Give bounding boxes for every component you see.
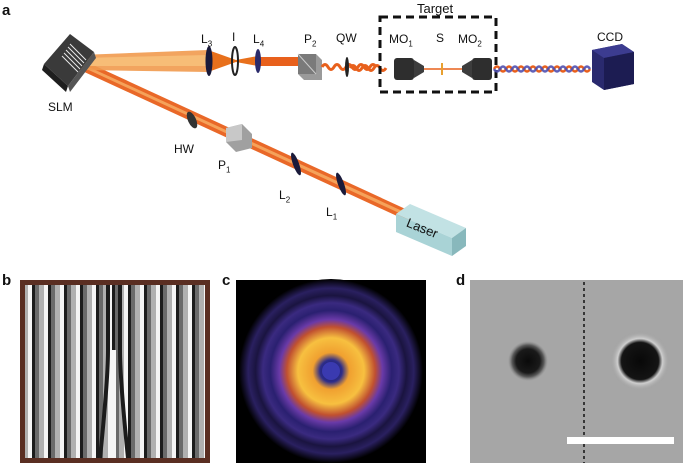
label-iris: I xyxy=(232,30,236,44)
half-wave-plate-icon xyxy=(186,111,198,129)
microscope-objective-mo1-icon xyxy=(394,58,424,80)
laser-box-icon xyxy=(396,204,466,256)
quarter-wave-plate-icon xyxy=(345,57,349,77)
panel-letter-a: a xyxy=(2,2,11,19)
label-slm: SLM xyxy=(48,100,73,114)
hologram-panel xyxy=(20,280,210,463)
lens-l4-icon xyxy=(255,49,261,73)
label-mo1: MO1 xyxy=(389,32,413,49)
lens-l2-icon xyxy=(291,152,301,176)
sem-panel xyxy=(470,280,683,463)
label-ccd: CCD xyxy=(597,30,623,44)
lens-l1-icon xyxy=(336,172,346,196)
polarizer-p1-icon xyxy=(226,124,252,152)
target-box xyxy=(378,15,498,94)
label-qw: QW xyxy=(336,31,357,45)
label-p2: P2 xyxy=(304,32,317,49)
label-target: Target xyxy=(417,1,454,16)
beam-wave-icon xyxy=(320,63,378,71)
panel-letter-b: b xyxy=(2,272,12,289)
intensity-ring-panel xyxy=(236,279,426,463)
beam-to-ccd-2 xyxy=(492,65,592,73)
label-mo2: MO2 xyxy=(458,32,482,49)
beam-slm-to-lens xyxy=(80,50,302,72)
label-s: S xyxy=(436,31,445,45)
ccd-camera-icon xyxy=(592,44,634,90)
panel-letter-d: d xyxy=(456,272,466,289)
label-l1: L1 xyxy=(326,205,338,222)
label-l2: L2 xyxy=(279,188,291,205)
microscope-objective-mo2-icon xyxy=(462,58,492,80)
label-p1: P1 xyxy=(218,158,231,175)
lens-l3-icon xyxy=(205,46,213,76)
scale-bar xyxy=(567,437,674,444)
label-l3: L3 xyxy=(201,32,213,49)
slm-device-icon xyxy=(42,34,96,92)
panel-letter-c: c xyxy=(222,272,231,289)
label-hw: HW xyxy=(174,142,194,156)
polarizer-p2-icon xyxy=(297,53,322,80)
iris-icon xyxy=(231,46,239,76)
sample-icon xyxy=(441,63,443,75)
label-l4: L4 xyxy=(253,32,265,49)
